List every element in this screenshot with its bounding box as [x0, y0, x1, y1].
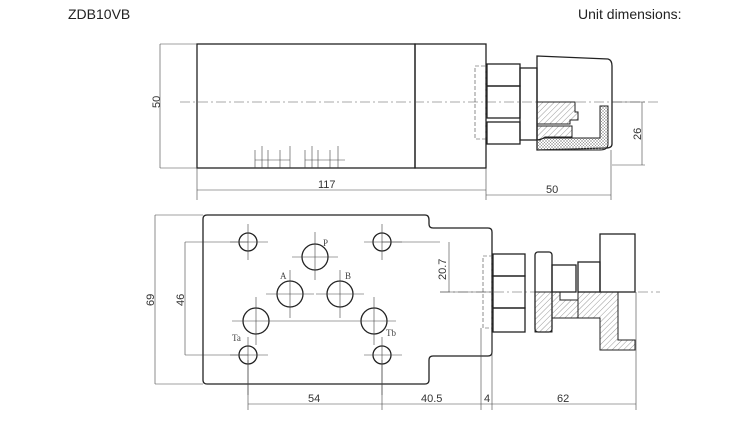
model-title: ZDB10VB — [68, 6, 131, 22]
port-label-b: B — [345, 271, 351, 281]
bottom-view: P A B Ta Tb 69 46 20.7 54 40.5 4 62 — [145, 214, 660, 410]
dim-40-5: 40.5 — [421, 393, 442, 405]
dim-62: 62 — [557, 393, 569, 405]
port-label-a: A — [280, 271, 287, 281]
dim-height-69: 69 — [145, 294, 157, 306]
dim-54: 54 — [308, 393, 320, 405]
port-stubs — [254, 146, 345, 168]
knurled-knob — [599, 233, 636, 293]
port-label-p: P — [323, 238, 328, 248]
valve-cover — [414, 43, 487, 169]
unit-label: Unit dimensions: — [578, 6, 682, 22]
dim-height-50: 50 — [151, 96, 163, 108]
dim-46: 46 — [175, 294, 187, 306]
dim-4: 4 — [484, 393, 490, 405]
dim-26: 26 — [632, 128, 644, 140]
port-label-ta: Ta — [232, 333, 241, 343]
port-label-tb: Tb — [386, 328, 396, 338]
valve-body — [196, 43, 416, 169]
port-holes — [230, 224, 402, 395]
mounting-plate — [202, 214, 493, 385]
dim-20-7: 20.7 — [437, 259, 449, 280]
dim-knob-50: 50 — [546, 184, 558, 196]
dim-length-117: 117 — [318, 179, 336, 191]
knob-top — [536, 55, 613, 151]
top-view: 50 117 50 26 — [151, 43, 660, 200]
